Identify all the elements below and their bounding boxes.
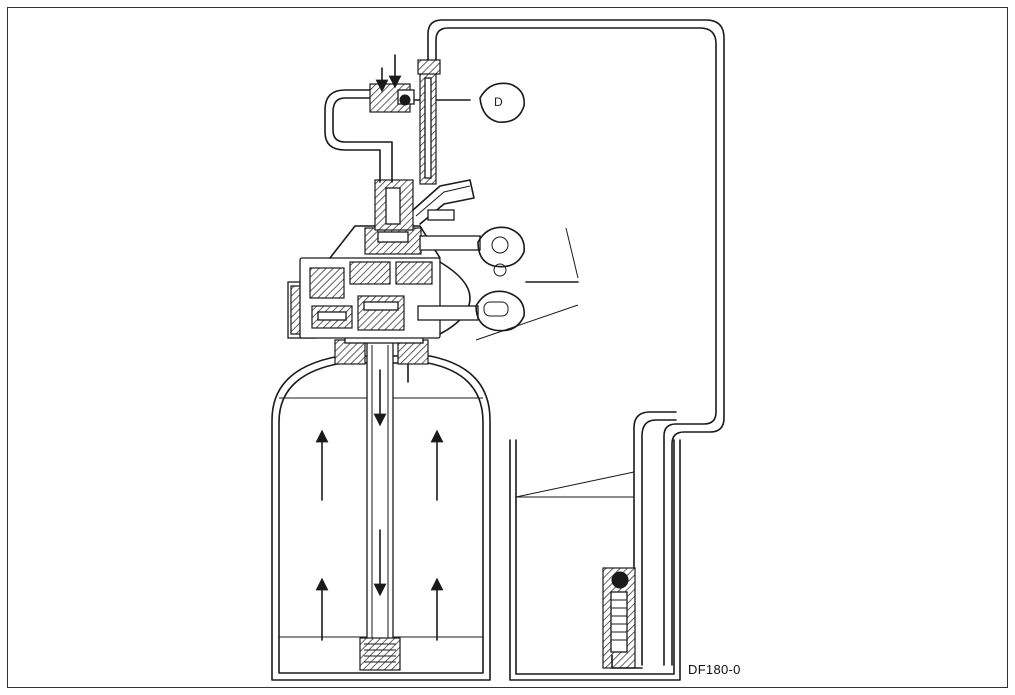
pressure-gauge-icon [475, 290, 525, 332]
brine-line [427, 19, 725, 666]
pressure-gauge-icon [477, 226, 525, 277]
control-valve [287, 225, 481, 339]
injector-assembly [374, 179, 475, 231]
distributor-basket [359, 637, 401, 671]
pressure-gauge-icon: D [479, 82, 526, 123]
figure-frame [7, 7, 1008, 688]
flow-arrows [315, 351, 444, 641]
float-valve-icon [602, 567, 643, 669]
brine-tank [509, 439, 681, 681]
svg-text:D: D [494, 95, 503, 109]
drain-line [417, 59, 441, 185]
figure-code-label: DF180-0 [688, 662, 741, 677]
inlet-pipe [324, 54, 471, 183]
